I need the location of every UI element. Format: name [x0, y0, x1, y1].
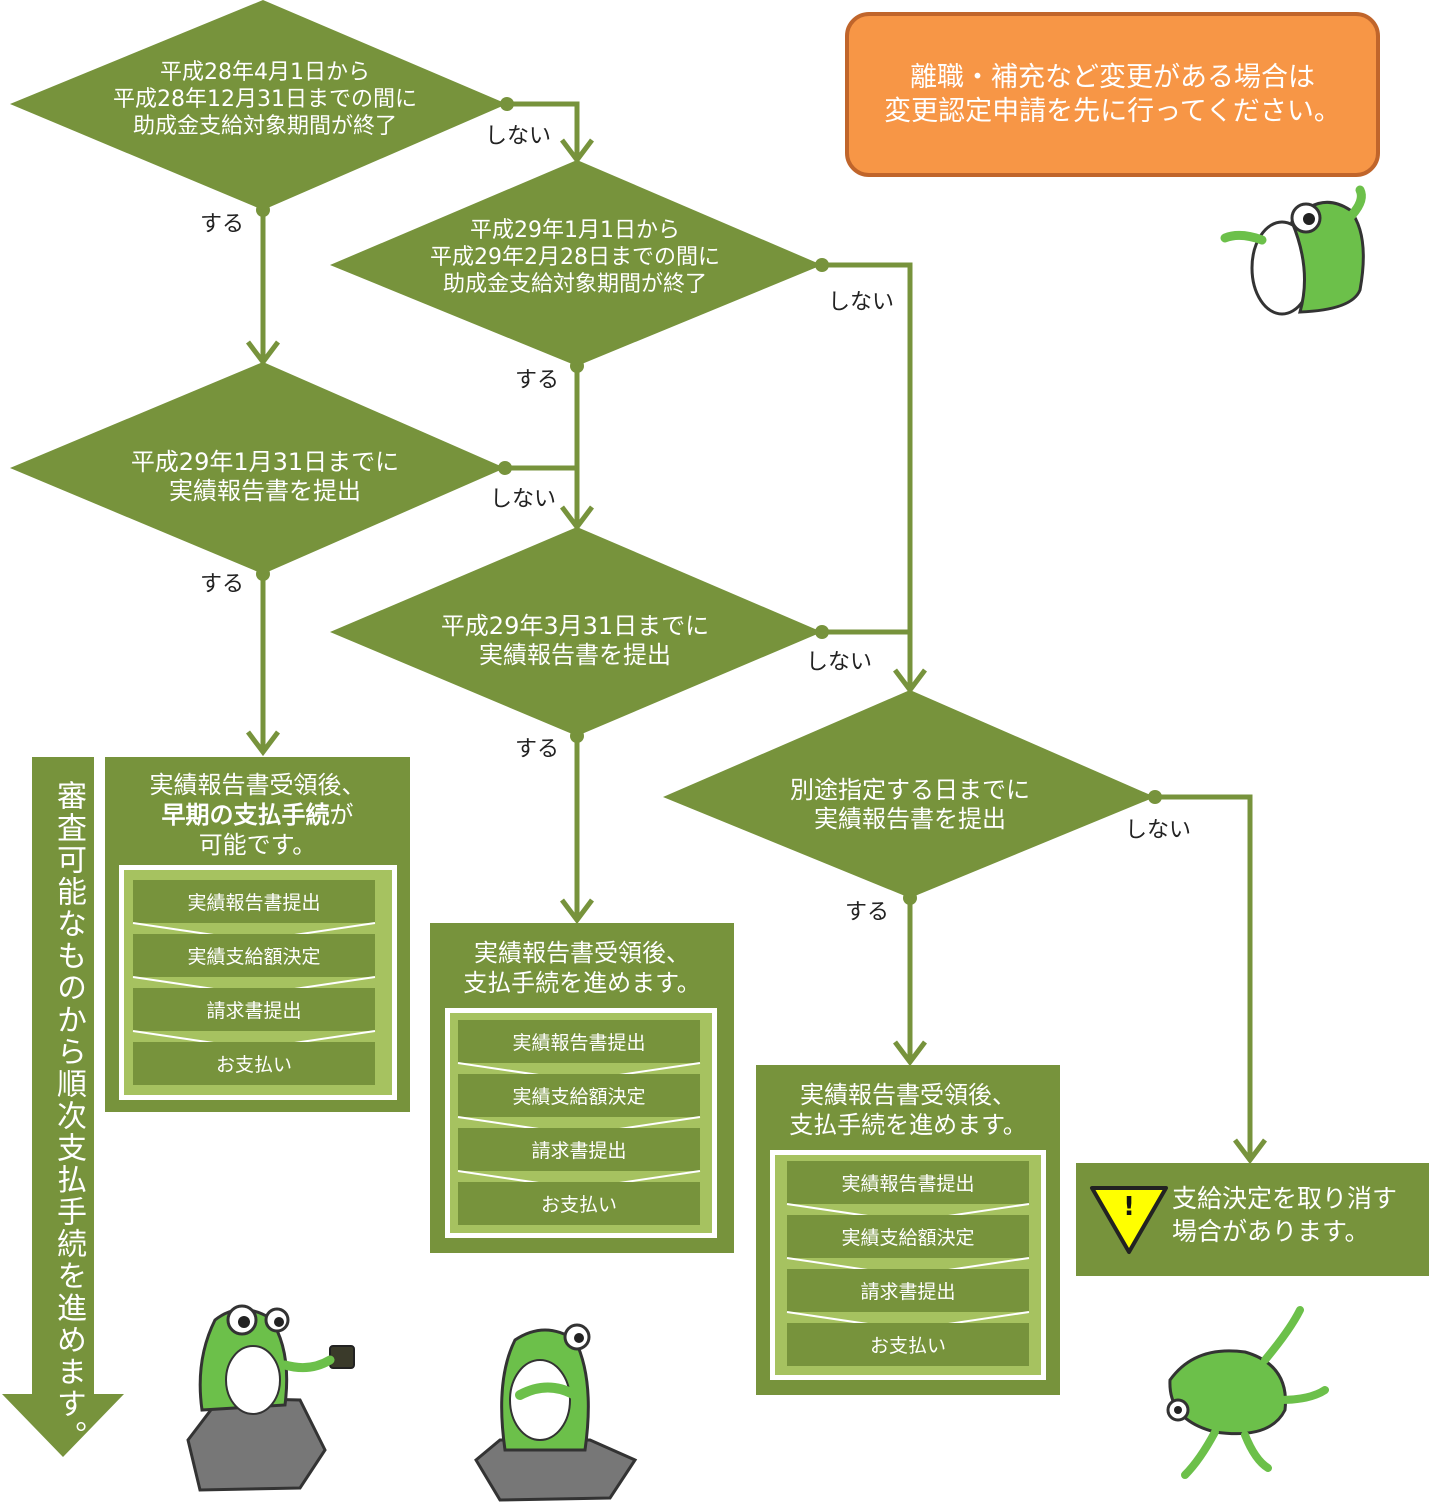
- step-bar: [458, 1128, 700, 1171]
- frog-arm: [1220, 230, 1267, 245]
- label-d1-yes: する: [200, 212, 245, 237]
- frog-leg: [1276, 1386, 1329, 1404]
- step-bar: [133, 934, 375, 977]
- decision-diamonds: [10, 0, 1155, 898]
- decision-1-text: 平成28年4月1日から 平成28年12月31日までの間に 助成金支給対象期間が終…: [113, 60, 417, 139]
- frog-arm: [280, 1355, 335, 1373]
- decision-diamond-5: [663, 690, 1155, 898]
- decision-4-text: 平成29年3月31日までに 実績報告書を提出: [440, 612, 710, 670]
- step-bar: [787, 1161, 1029, 1204]
- rock: [474, 1438, 638, 1502]
- step-bar: [133, 1042, 375, 1085]
- normal-box-1-title: 実績報告書受領後、 支払手続を進めます。: [463, 939, 701, 997]
- decision-3-text: 平成29年1月31日までに 実績報告書を提出: [130, 448, 400, 506]
- early-box-bold: 早期の支払手続: [161, 801, 330, 829]
- frog-pupil: [574, 1333, 584, 1343]
- label-d5-yes: する: [845, 900, 890, 925]
- arrowhead: [560, 898, 594, 925]
- frog-belly: [225, 1345, 281, 1415]
- label-d3-no: しない: [490, 487, 557, 512]
- connector-d5-no: [1155, 794, 1253, 1160]
- step-invoice: 請求書提出: [860, 1281, 956, 1303]
- frog-arm: [1347, 185, 1366, 220]
- step-amount: 実績支給額決定: [187, 946, 321, 968]
- frog-pupil: [1303, 213, 1315, 225]
- label-d1-no: しない: [485, 124, 552, 149]
- decision-diamond-2: [330, 160, 822, 366]
- warning-text: 支給決定を取り消す 場合があります。: [1172, 1184, 1398, 1246]
- connector-d1-no: [507, 101, 580, 160]
- step-bar: [787, 1323, 1029, 1366]
- decision-2-text: 平成29年1月1日から 平成29年2月28日までの間に 助成金支給対象期間が終了: [430, 218, 720, 297]
- label-d2-no: しない: [828, 290, 895, 315]
- frog-leg: [1261, 1306, 1304, 1364]
- early-box-title: 実績報告書受領後、 早期の支払手続が 可能です。: [105, 770, 410, 860]
- arrowhead: [1233, 1138, 1267, 1165]
- vertical-arrow-head: [2, 1394, 124, 1457]
- step-bar: [133, 880, 375, 923]
- label-d4-no: しない: [806, 650, 873, 675]
- tea-cup: [329, 1345, 355, 1369]
- frog-arm: [515, 1382, 580, 1400]
- frog-thinking-icon: [474, 1323, 638, 1502]
- vertical-arrow-text: 審査可能なものから順次支払手続を進めます。: [51, 780, 86, 1452]
- step-payment: お支払い: [215, 1054, 292, 1076]
- frog-falling-icon: [1166, 1306, 1329, 1479]
- vertical-arrow: [2, 757, 124, 1457]
- label-d3-yes: する: [200, 572, 245, 597]
- normal-box-2-title: 実績報告書受領後、 支払手続を進めます。: [789, 1081, 1027, 1139]
- frog-body: [1168, 1349, 1287, 1436]
- label-d4-yes: する: [515, 737, 560, 762]
- change-notice-box: 離職・補充など変更がある場合は 変更認定申請を先に行ってください。: [845, 12, 1380, 177]
- change-notice-text: 離職・補充など変更がある場合は 変更認定申請を先に行ってください。: [884, 61, 1341, 127]
- step-report: 実績報告書提出: [187, 892, 321, 914]
- warning-triangle: [1090, 1186, 1168, 1254]
- decision-diamond-1: [10, 0, 507, 210]
- early-box-suffix: が: [329, 801, 354, 829]
- step-bar: [458, 1182, 700, 1225]
- step-amount: 実績支給額決定: [841, 1227, 975, 1249]
- step-bar: [787, 1215, 1029, 1258]
- arrowhead: [893, 1040, 927, 1067]
- warning-icon: [1090, 1186, 1168, 1254]
- step-bar: [787, 1269, 1029, 1312]
- label-d2-yes: する: [515, 368, 560, 393]
- arrowhead: [246, 730, 280, 757]
- step-invoice: 請求書提出: [206, 1000, 302, 1022]
- step-payment: お支払い: [540, 1194, 617, 1216]
- frog-waving-icon: [1220, 185, 1366, 316]
- decision-5-text: 別途指定する日までに 実績報告書を提出: [790, 776, 1030, 834]
- warning-exclamation: !: [1123, 1192, 1135, 1222]
- step-bars: [132, 880, 1030, 1366]
- vertical-arrow-shaft: [32, 757, 94, 1394]
- early-box-line1: 実績報告書受領後、: [149, 771, 366, 799]
- frog-leg: [1241, 1431, 1272, 1472]
- frog-pupil: [1174, 1406, 1182, 1414]
- frog-pupil: [238, 1316, 250, 1328]
- frog-tea-icon: [186, 1304, 355, 1492]
- step-bar: [133, 988, 375, 1031]
- step-amount: 実績支給額決定: [512, 1086, 646, 1108]
- frog-leg: [1181, 1428, 1219, 1479]
- decision-diamond-3: [10, 362, 505, 574]
- step-payment: お支払い: [869, 1335, 946, 1357]
- connector-d2-no: [822, 262, 913, 690]
- step-bar: [458, 1074, 700, 1117]
- frog-pupil: [274, 1317, 284, 1327]
- early-box-line3: 可能です。: [198, 831, 317, 859]
- decision-diamond-4: [330, 527, 822, 736]
- step-report: 実績報告書提出: [841, 1173, 975, 1195]
- label-d5-no: しない: [1125, 818, 1192, 843]
- step-report: 実績報告書提出: [512, 1032, 646, 1054]
- step-invoice: 請求書提出: [531, 1140, 627, 1162]
- frog-belly: [509, 1359, 571, 1441]
- step-bar: [458, 1020, 700, 1063]
